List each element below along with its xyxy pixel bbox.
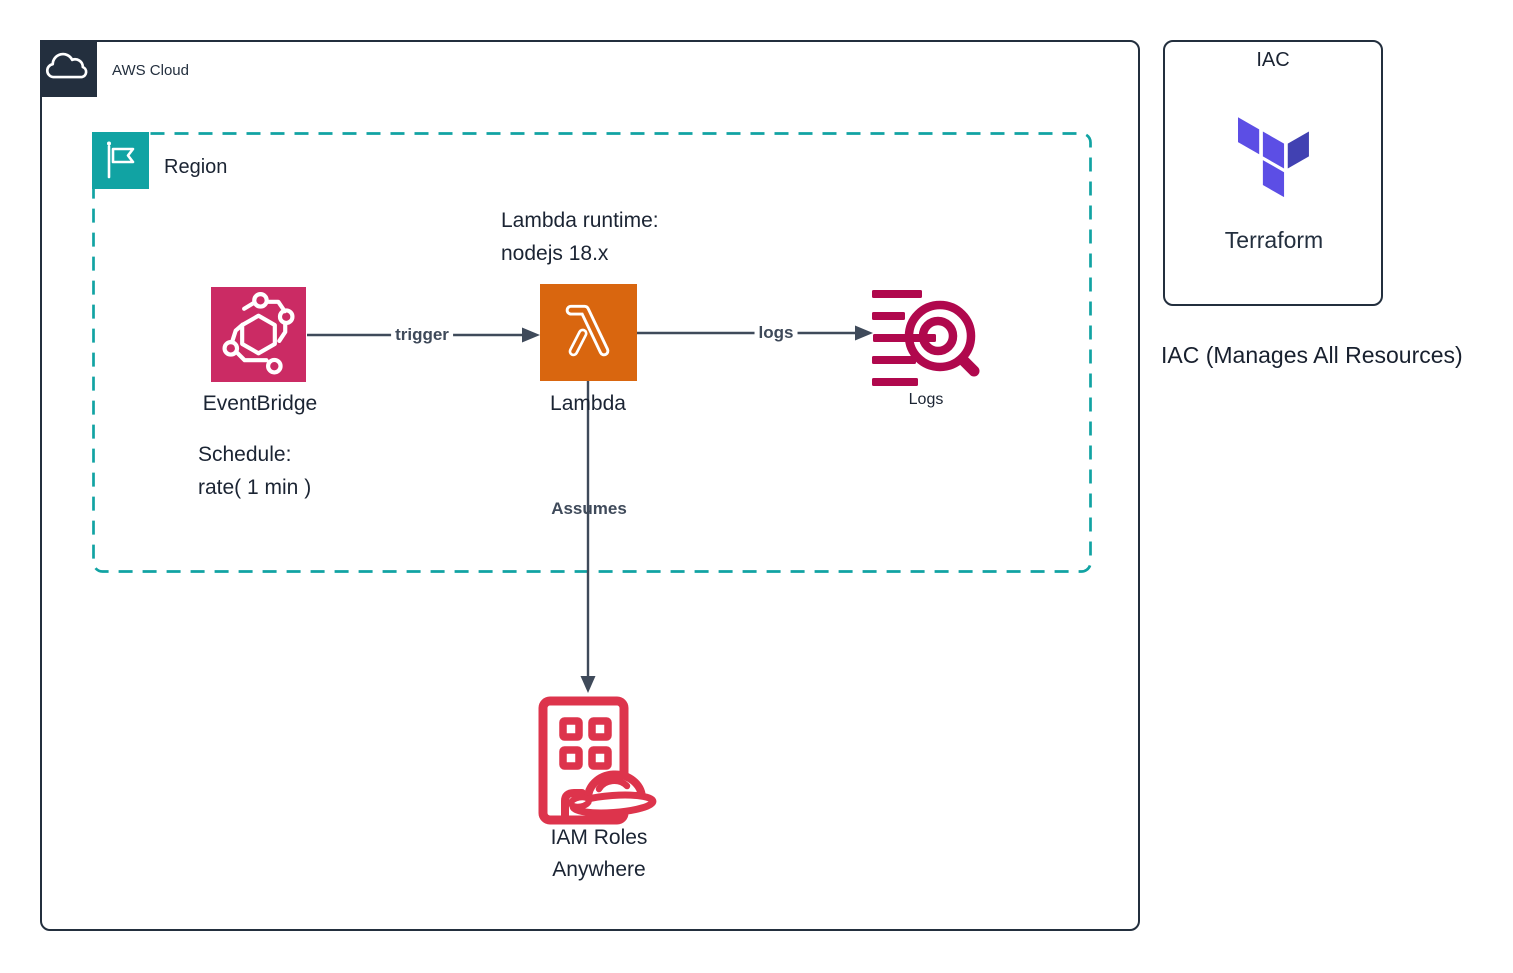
flag-icon xyxy=(107,141,135,179)
schedule-line1: Schedule: xyxy=(198,443,292,466)
logs-icon xyxy=(872,290,980,386)
cloud-icon xyxy=(45,52,88,79)
region-label: Region xyxy=(164,156,228,178)
lambda-runtime-line1: Lambda runtime: xyxy=(501,209,659,232)
edge-logs-label: logs xyxy=(754,323,798,343)
schedule-line2: rate( 1 min ) xyxy=(198,476,312,499)
aws-cloud-label: AWS Cloud xyxy=(112,62,189,79)
lambda-runtime-line2: nodejs 18.x xyxy=(501,242,609,265)
iam-label-line2: Anywhere xyxy=(552,858,646,881)
edge-trigger-label: trigger xyxy=(391,325,453,345)
iac-box xyxy=(1163,40,1383,306)
lambda-runtime-note: Lambda runtime: nodejs 18.x xyxy=(501,204,659,270)
logs-label: Logs xyxy=(908,391,944,408)
eventbridge-icon xyxy=(211,287,306,382)
lambda-label: Lambda xyxy=(550,392,626,415)
eventbridge-label: EventBridge xyxy=(202,392,318,415)
iam-label-line1: IAM Roles xyxy=(550,826,648,849)
iam-roles-anywhere-label: IAM Roles Anywhere xyxy=(551,822,648,886)
lambda-glyph-icon xyxy=(565,304,610,357)
lambda-icon xyxy=(540,284,637,381)
iac-caption: IAC (Manages All Resources) xyxy=(1161,342,1463,368)
edge-assumes-label: Assumes xyxy=(551,499,627,518)
region-dashed-border xyxy=(92,132,1092,573)
aws-cloud-icon xyxy=(40,40,97,97)
aws-cloud-group-box xyxy=(40,40,1140,931)
eventbridge-schedule-note: Schedule: rate( 1 min ) xyxy=(198,438,311,504)
terraform-label: Terraform xyxy=(1224,227,1324,253)
iac-title: IAC xyxy=(1256,49,1290,71)
region-icon xyxy=(92,132,149,189)
eventbridge-glyph-icon xyxy=(222,292,295,375)
terraform-logo-icon xyxy=(1238,117,1309,198)
iam-roles-anywhere-icon xyxy=(538,696,657,825)
